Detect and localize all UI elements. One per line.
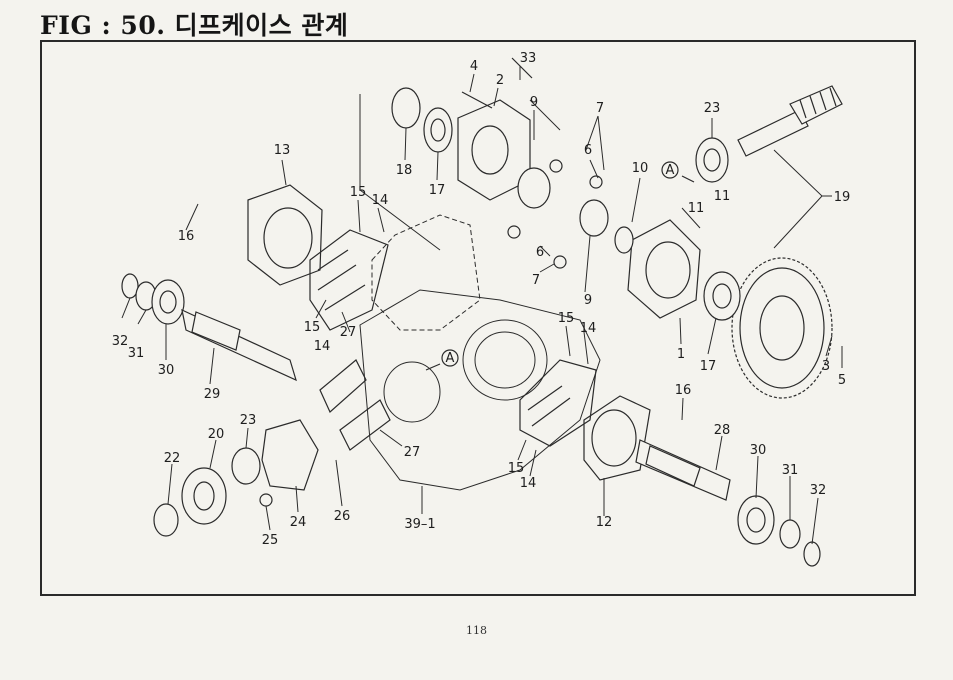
callout-label: 15 (508, 461, 525, 476)
callout-label: 14 (520, 476, 537, 491)
callout-label: 7 (532, 273, 540, 288)
callout-label: 3 (822, 359, 830, 374)
callout-label: 27 (404, 445, 421, 460)
callout-label: 25 (262, 533, 279, 548)
shift-forks-lower (519, 359, 597, 447)
part-13-housing (247, 184, 323, 286)
callout-label: 4 (470, 59, 478, 74)
callout-label: 20 (208, 427, 225, 442)
callout-label: 23 (704, 101, 721, 116)
callout-label: 9 (530, 95, 538, 110)
callout-label: 6 (584, 143, 592, 158)
callout-labels: 4 33 2 9 7 6 18 17 13 15 14 16 23 10 11 … (112, 51, 851, 548)
callout-label: 27 (340, 325, 357, 340)
callout-label: 17 (429, 183, 446, 198)
callout-label: 19 (834, 190, 851, 205)
callout-label: 16 (178, 229, 195, 244)
differential-gears (507, 159, 634, 269)
callout-label: 13 (274, 143, 291, 158)
callout-label: 32 (810, 483, 827, 498)
part-3-ring-gear (731, 257, 833, 399)
parts-26-27 (319, 359, 391, 451)
callout-label: 18 (396, 163, 413, 178)
right-shaft-group (635, 439, 821, 567)
transmission-case (359, 94, 601, 491)
callout-label: 30 (750, 443, 767, 458)
callout-label: 11 (714, 189, 731, 204)
callout-label: 9 (584, 293, 592, 308)
diagram-frame (40, 40, 916, 596)
callout-label: 31 (128, 346, 145, 361)
callout-label: 2 (496, 73, 504, 88)
callout-label: 15 (350, 185, 367, 200)
callout-label: 7 (596, 101, 604, 116)
callout-label: 15 (304, 320, 321, 335)
part-23-bearing (695, 137, 729, 183)
callout-label: 32 (112, 334, 129, 349)
callout-label: 10 (632, 161, 649, 176)
callout-label: 15 (558, 311, 575, 326)
callout-label: 6 (536, 245, 544, 260)
marker-a: A (446, 351, 455, 366)
callout-label: 11 (688, 201, 705, 216)
callout-label: 39–1 (404, 517, 435, 532)
shift-forks-upper (309, 229, 389, 331)
parts-top-middle (391, 57, 533, 201)
callout-label: 23 (240, 413, 257, 428)
marker-a: A (666, 163, 675, 178)
callout-label: 22 (164, 451, 181, 466)
figure-title: FIG : 50. 디프케이스 관계 (40, 11, 349, 40)
marker-a-middle: A (425, 349, 459, 371)
callout-label: 14 (314, 339, 331, 354)
callout-label: 14 (372, 193, 389, 208)
leader-lines (121, 66, 843, 545)
part-1-diff-case (627, 219, 741, 321)
part-12-housing (583, 395, 651, 481)
callout-label: 12 (596, 515, 613, 530)
page-number: 118 (466, 624, 487, 637)
callout-label: 1 (677, 347, 685, 362)
callout-label: 26 (334, 509, 351, 524)
callout-label: 30 (158, 363, 175, 378)
callout-label: 17 (700, 359, 717, 374)
callout-label: 5 (838, 373, 846, 388)
lower-left-gears (153, 419, 319, 537)
part-19-shaft (737, 85, 843, 157)
callout-label: 28 (714, 423, 731, 438)
callout-label: 14 (580, 321, 597, 336)
callout-label: 16 (675, 383, 692, 398)
callout-label: 31 (782, 463, 799, 478)
left-shaft-group (121, 273, 297, 382)
callout-label: 29 (204, 387, 221, 402)
callout-label: 24 (290, 515, 307, 530)
callout-label: 33 (520, 51, 537, 66)
marker-a-top: A (661, 161, 695, 183)
